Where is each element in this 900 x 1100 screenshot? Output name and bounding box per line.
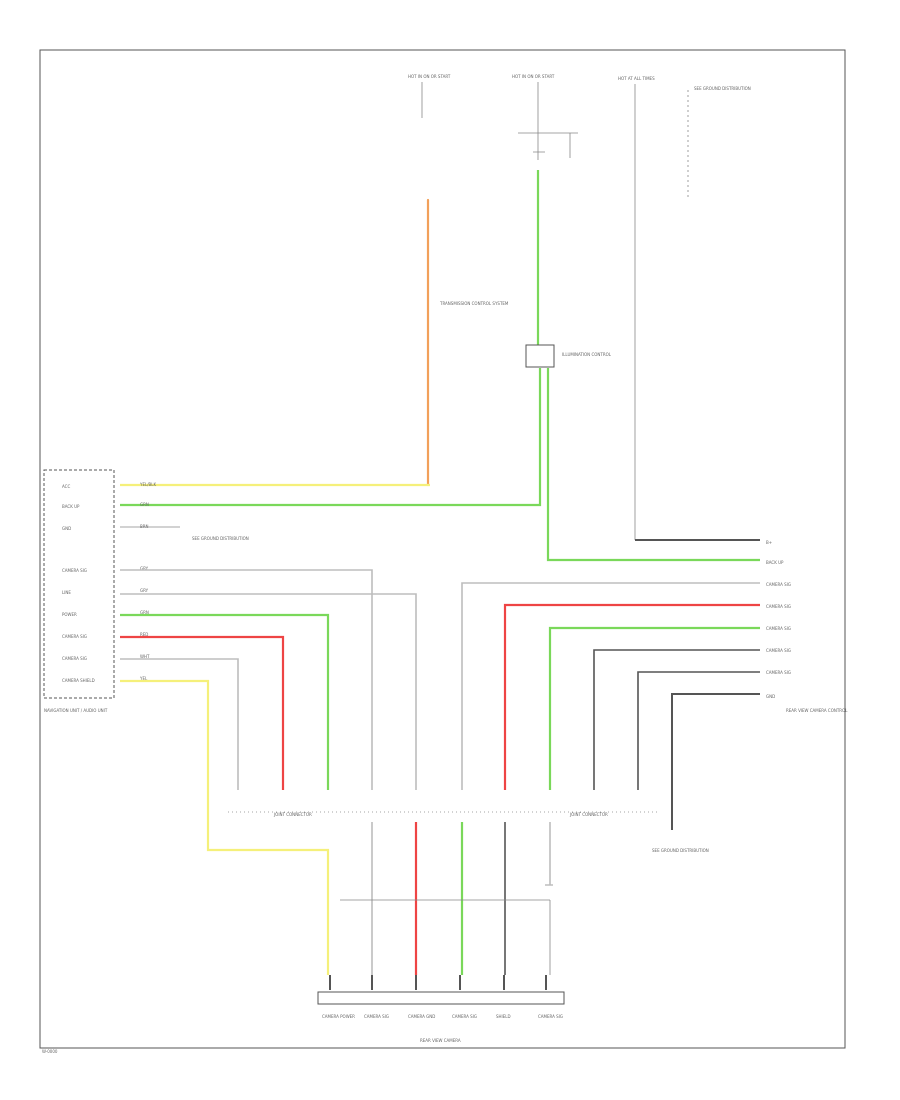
camera-pins: CAMERA POWER CAMERA SIG CAMERA GND CAMERA S… [322,975,563,1019]
wire-right-5 [637,671,760,790]
left-wire-code: WHT [140,654,150,659]
camera-connector [317,991,565,1005]
right-pin-label: CAMERA SIG [766,604,791,609]
camera-pin-label: CAMERA SIG [538,1014,563,1019]
left-wire-code: YEL/BLK [139,482,157,487]
relay-note: ILLUMINATION CONTROL [562,352,612,357]
wire-left-6 [120,679,330,975]
camera-pin-label: CAMERA GND [408,1014,435,1019]
right-ground-note: SEE GROUND DISTRIBUTION [652,848,709,853]
relay-switch [518,132,578,158]
camera-pin-label: SHIELD [496,1014,511,1019]
footer-code: W-0000 [42,1049,58,1054]
wire-left-4 [120,635,285,790]
left-wire-code: GRN [140,610,149,615]
wire-left-3 [120,613,330,790]
left-ground-note: SEE GROUND DISTRIBUTION [192,536,249,541]
left-wire-code: BRN [140,524,149,529]
right-pin-label: B+ [766,540,772,545]
left-pin-label: GND [62,526,71,531]
left-wire-code: RED [140,632,148,637]
fuse-label-left: HOT IN ON OR START [408,74,451,79]
left-pin-label: POWER [62,612,77,617]
diagram-frame [39,49,846,1049]
left-wire-code: YEL [139,676,148,681]
wire-right-4 [593,649,760,790]
left-wire-code: GRY [140,566,149,571]
left-module-label: NAVIGATION UNIT / AUDIO UNIT [44,708,108,713]
right-junction-label: JOINT CONNECTOR [569,812,608,817]
wire-cam-gray-2 [545,822,553,886]
right-pin-label: CAMERA SIG [766,626,791,631]
right-pin-label: CAMERA SIG [766,648,791,653]
wire-right-3 [548,626,760,790]
camera-pin-label: CAMERA POWER [322,1014,355,1019]
wire-right-6-ground [671,693,760,830]
wire-right-1 [461,582,760,790]
left-pin-label: BACK UP [62,504,80,509]
right-pin-label: CAMERA SIG [766,670,791,675]
camera-label: REAR VIEW CAMERA [420,1038,461,1043]
left-wire-code: GRN [140,502,149,507]
relay-box [525,344,555,368]
fuse-label-mid: HOT IN ON OR START [512,74,555,79]
left-pin-label: ACC [62,484,70,489]
transmission-note: TRANSMISSION CONTROL SYSTEM [439,301,509,306]
wire-left-2 [120,593,417,790]
wire-backup-right [546,368,760,562]
left-module-box [43,469,115,699]
right-module-label: REAR VIEW CAMERA CONTROL [786,708,848,713]
wire-left-5 [120,658,239,790]
left-wire-code: GRY [140,588,149,593]
fuse-label-right: HOT AT ALL TIMES [618,76,655,81]
left-module-pins: ACC YEL/BLK BACK UP GRN GND BRN CAMERA SIG GRY L… [62,482,157,683]
right-pin-label: GND [766,694,775,699]
left-pin-label: CAMERA SIG [62,634,87,639]
right-pin-label: BACK UP [766,560,784,565]
wire-right-2 [503,603,760,790]
left-junction-label: JOINT CONNECTOR [273,812,312,817]
left-pin-label: LINE [62,590,71,595]
left-pin-label: CAMERA SHIELD [62,678,95,683]
wire-backup-left [120,368,542,507]
right-pin-label: CAMERA SIG [766,582,791,587]
wire-left-1 [120,569,373,790]
ground-note-top-right: SEE GROUND DISTRIBUTION [694,86,751,91]
left-pin-label: CAMERA SIG [62,568,87,573]
right-module-pins: B+ BACK UP CAMERA SIG CAMERA SIG CAMERA SIG C… [766,540,791,699]
camera-pin-label: CAMERA SIG [364,1014,389,1019]
camera-pin-label: CAMERA SIG [452,1014,477,1019]
wire-cam-shield [340,899,551,975]
left-pin-label: CAMERA SIG [62,656,87,661]
